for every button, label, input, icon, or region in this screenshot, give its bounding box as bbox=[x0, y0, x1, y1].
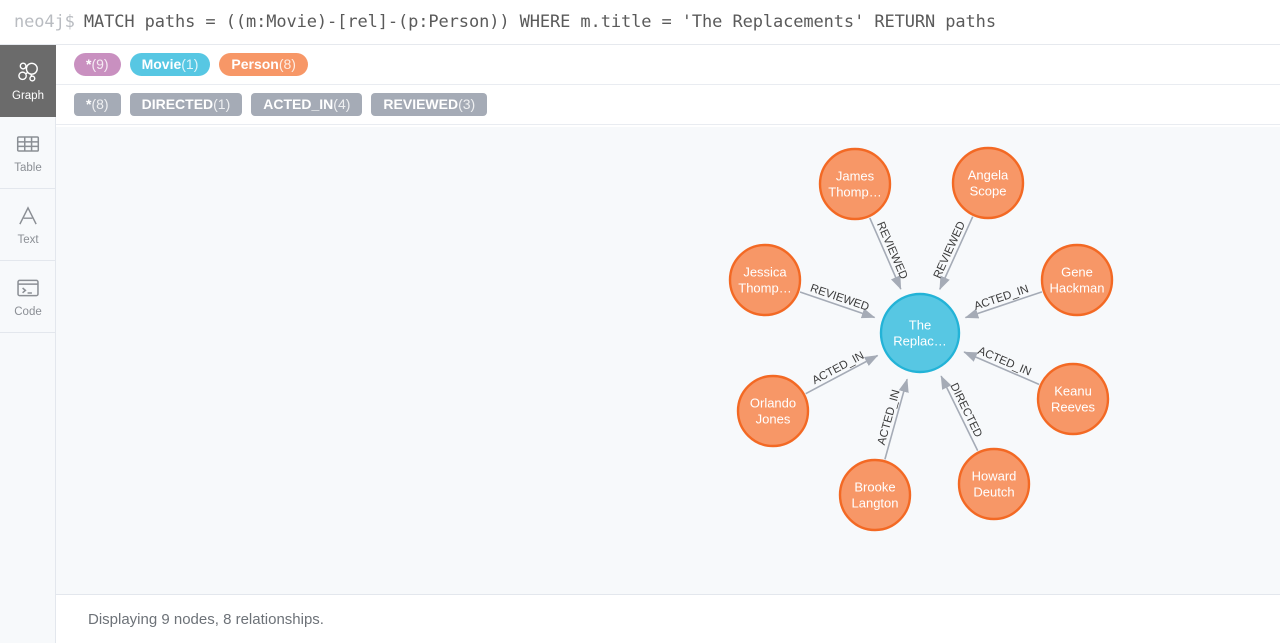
relationship-label: ACTED_IN bbox=[876, 388, 903, 446]
relationship-line bbox=[805, 354, 879, 395]
relationship-label: REVIEWED bbox=[874, 220, 910, 281]
rel-type-chip-acted_in[interactable]: ACTED_IN(4) bbox=[251, 93, 363, 117]
node-circle[interactable] bbox=[957, 447, 1031, 521]
sidebar-item-graph[interactable]: Graph bbox=[0, 45, 56, 117]
sidebar-item-label: Table bbox=[14, 161, 42, 174]
chip-name: * bbox=[86, 56, 92, 72]
rel-type-chip-all[interactable]: *(8) bbox=[74, 93, 121, 117]
node-label-chip-movie[interactable]: Movie(1) bbox=[129, 53, 211, 77]
node-label-chip-person[interactable]: Person(8) bbox=[219, 53, 308, 77]
relationship[interactable]: REVIEWED bbox=[799, 282, 876, 319]
sidebar-item-label: Code bbox=[14, 305, 42, 318]
sidebar-item-label: Text bbox=[17, 233, 39, 246]
graph-node-movie[interactable]: TheReplac… bbox=[879, 292, 961, 374]
relationship[interactable]: REVIEWED bbox=[869, 217, 910, 290]
chip-name: * bbox=[86, 96, 92, 113]
chip-count: (1) bbox=[181, 56, 199, 72]
relationship-label: REVIEWED bbox=[932, 220, 968, 281]
status-bar: Displaying 9 nodes, 8 relationships. bbox=[56, 595, 1280, 643]
rel-type-chip-directed[interactable]: DIRECTED(1) bbox=[129, 93, 243, 117]
graph-node-jessica[interactable]: JessicaThomp… bbox=[728, 243, 802, 317]
sidebar-item-text[interactable]: Text bbox=[0, 189, 56, 261]
query-bar[interactable]: neo4j$ MATCH paths = ((m:Movie)-[rel]-(p… bbox=[0, 0, 1280, 45]
relationship-line bbox=[940, 375, 979, 452]
node-label-chip-all[interactable]: *(9) bbox=[74, 53, 121, 77]
relationship-line bbox=[963, 351, 1040, 386]
relationship[interactable]: REVIEWED bbox=[932, 216, 974, 291]
sidebar-item-code[interactable]: Code bbox=[0, 261, 56, 333]
relationship-label: ACTED_IN bbox=[810, 350, 866, 387]
relationship-type-chip-row: *(8) DIRECTED(1) ACTED_IN(4) REVIEWED(3) bbox=[56, 85, 1280, 126]
relationship-label: DIRECTED bbox=[947, 381, 984, 439]
node-circle[interactable] bbox=[838, 458, 912, 532]
chip-name: Person bbox=[231, 56, 279, 72]
relationship[interactable]: ACTED_IN bbox=[805, 350, 879, 395]
node-circle[interactable] bbox=[1036, 362, 1110, 436]
query-text: MATCH paths = ((m:Movie)-[rel]-(p:Person… bbox=[83, 12, 996, 32]
chip-name: Movie bbox=[141, 56, 182, 72]
code-icon bbox=[15, 275, 41, 301]
chip-name: DIRECTED bbox=[141, 96, 214, 113]
relationship-label: ACTED_IN bbox=[976, 345, 1033, 379]
relationship[interactable]: ACTED_IN bbox=[963, 345, 1040, 386]
text-icon bbox=[15, 203, 41, 229]
query-prompt: neo4j$ bbox=[14, 12, 75, 32]
rel-type-chip-reviewed[interactable]: REVIEWED(3) bbox=[371, 93, 488, 117]
relationship[interactable]: ACTED_IN bbox=[964, 283, 1043, 319]
graph-icon bbox=[15, 59, 41, 85]
node-circle[interactable] bbox=[951, 146, 1025, 220]
chip-count: (8) bbox=[278, 56, 296, 72]
node-circle[interactable] bbox=[818, 147, 892, 221]
sidebar-item-table[interactable]: Table bbox=[0, 117, 56, 189]
node-label-chip-row: *(9) Movie(1) Person(8) bbox=[56, 45, 1280, 86]
node-circle[interactable] bbox=[728, 243, 802, 317]
relationship[interactable]: ACTED_IN bbox=[876, 378, 909, 460]
relationship-line bbox=[964, 291, 1043, 319]
node-circle[interactable] bbox=[736, 374, 810, 448]
relationship-line bbox=[884, 378, 909, 460]
relationship[interactable]: DIRECTED bbox=[940, 375, 984, 452]
legend-panel: *(9)Movie(1)Person(8) *(8)DIRECTED(1)ACT… bbox=[56, 45, 1280, 126]
chip-count: (9) bbox=[91, 56, 109, 72]
graph-node-james[interactable]: JamesThomp… bbox=[818, 147, 892, 221]
chip-name: REVIEWED bbox=[383, 96, 459, 113]
sidebar-item-label: Graph bbox=[12, 89, 44, 102]
relationship-line bbox=[939, 216, 974, 291]
chip-name: ACTED_IN bbox=[263, 96, 334, 113]
status-text: Displaying 9 nodes, 8 relationships. bbox=[88, 610, 324, 628]
chip-count: (1) bbox=[213, 96, 231, 113]
relationship-line bbox=[869, 217, 902, 290]
node-circle[interactable] bbox=[1040, 243, 1114, 317]
chip-count: (8) bbox=[91, 96, 109, 113]
table-icon bbox=[15, 131, 41, 157]
chip-count: (4) bbox=[333, 96, 351, 113]
relationship-line bbox=[799, 291, 876, 319]
chip-count: (3) bbox=[458, 96, 476, 113]
node-circle[interactable] bbox=[879, 292, 961, 374]
